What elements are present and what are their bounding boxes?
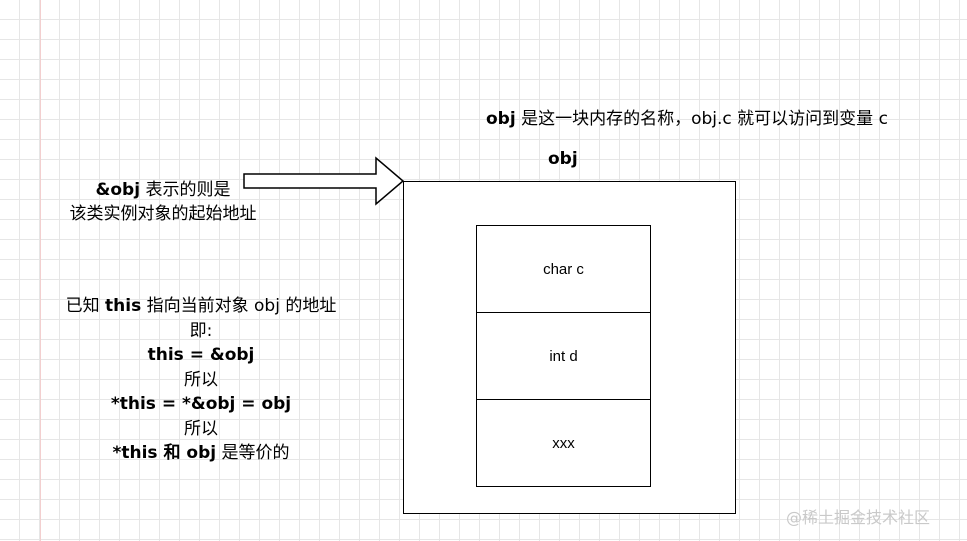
address-label-bold: &obj xyxy=(95,180,141,200)
watermark: @稀土掘金技术社区 xyxy=(786,508,931,527)
cell-char-c: char c xyxy=(477,226,650,313)
explanation-line-3: this = &obj xyxy=(36,343,366,368)
explanation-line-7-bold1: *this xyxy=(112,443,158,463)
explanation-block: 已知 this 指向当前对象 obj 的地址 即: this = &obj 所以… xyxy=(36,294,366,466)
explanation-line-6: 所以 xyxy=(184,418,218,439)
explanation-line-1-bold: this xyxy=(105,296,142,316)
address-label-line1-rest: 表示的则是 xyxy=(140,180,231,200)
explanation-line-1: 已知 this 指向当前对象 obj 的地址 xyxy=(36,294,366,319)
explanation-line-3-bold: this = &obj xyxy=(147,345,255,365)
pointer-arrow xyxy=(243,156,405,206)
top-caption-obj: obj xyxy=(486,109,516,129)
explanation-line-4: 所以 xyxy=(184,369,218,390)
explanation-line-7: *this 和 obj 是等价的 xyxy=(36,441,366,466)
top-caption: obj 是这一块内存的名称，obj.c 就可以访问到变量 c xyxy=(486,104,888,129)
obj-box-label: obj xyxy=(548,149,578,169)
explanation-line-2: 即: xyxy=(189,320,213,341)
cell-xxx: xxx xyxy=(552,434,575,452)
explanation-line-7-mid: 和 xyxy=(157,443,187,463)
margin-rule xyxy=(40,0,41,541)
cell-int-d: int d xyxy=(477,313,650,400)
explanation-line-7-bold2: obj xyxy=(186,443,217,463)
explanation-line-5: *this = *&obj = obj xyxy=(36,392,366,417)
explanation-line-1-pre: 已知 xyxy=(65,296,106,316)
top-caption-rest: 是这一块内存的名称，obj.c 就可以访问到变量 c xyxy=(515,109,888,129)
member-cells: char c int d xxx xyxy=(476,225,651,487)
explanation-line-5-bold: *this = *&obj = obj xyxy=(110,394,292,414)
address-label-line1: &obj 表示的则是 xyxy=(48,178,278,202)
explanation-line-7-post: 是等价的 xyxy=(216,443,290,463)
address-label-line2: 该类实例对象的起始地址 xyxy=(69,204,257,224)
pointer-arrow-shape xyxy=(243,156,405,206)
explanation-line-1-post: 指向当前对象 obj 的地址 xyxy=(141,296,337,316)
address-label: &obj 表示的则是 该类实例对象的起始地址 xyxy=(48,178,278,226)
